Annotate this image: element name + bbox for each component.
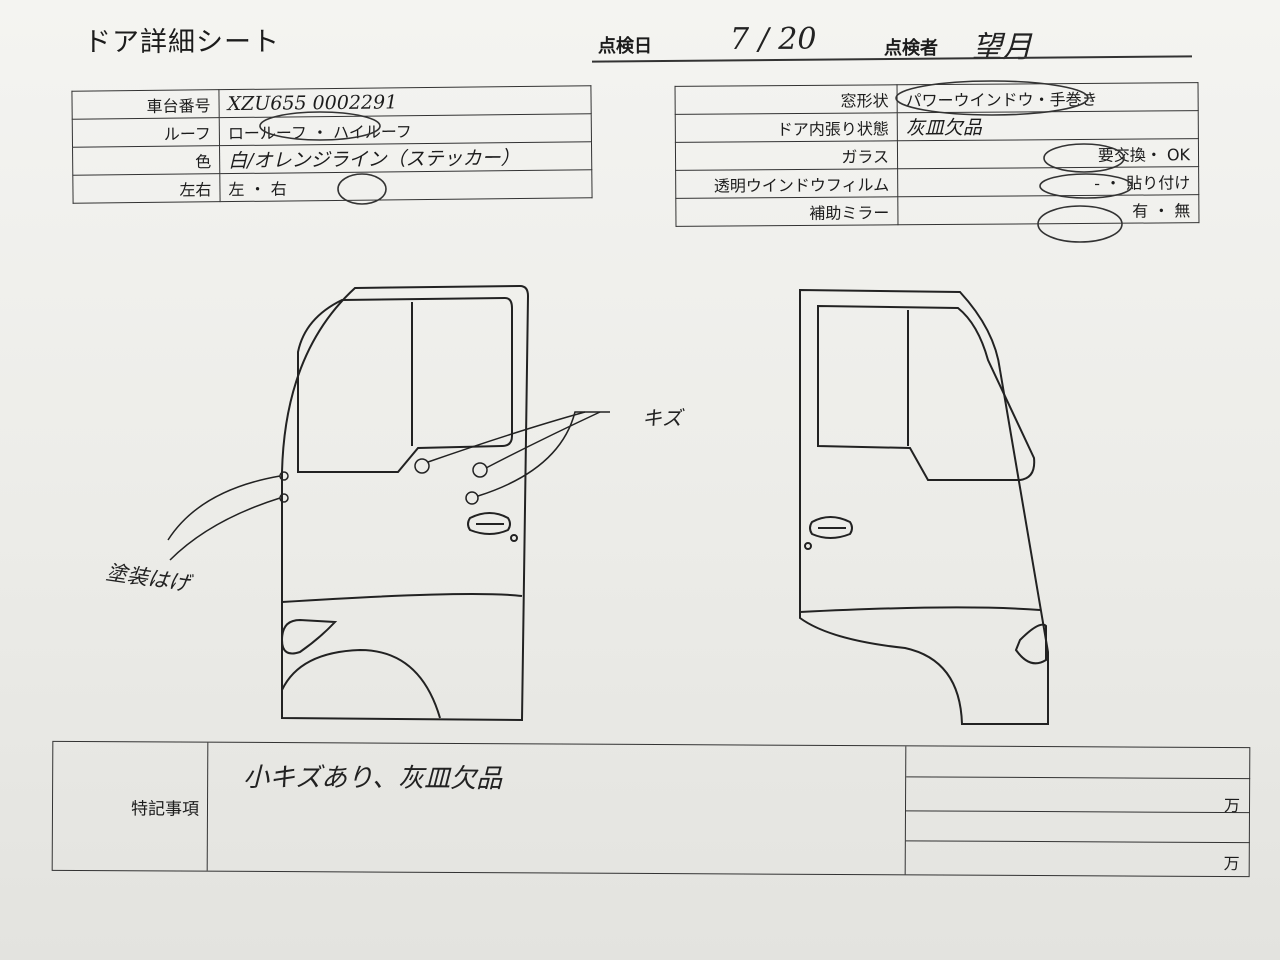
paint-leader-1: [167, 475, 281, 541]
price-box: 万 万: [904, 746, 1251, 877]
glass-circle: [1043, 143, 1125, 173]
left-wheel-arch: [281, 648, 441, 719]
right-door-crease: [799, 606, 1041, 613]
window-circle: [895, 80, 1089, 116]
remarks-label: 特記事項: [52, 741, 209, 871]
left-door-drawing: [280, 284, 530, 722]
right-door-handle: [809, 516, 853, 539]
circle-marks: [259, 80, 1133, 243]
scratch-leader-2: [485, 411, 601, 469]
left-keyhole: [510, 534, 518, 542]
left-door-handle: [467, 512, 511, 535]
scratch-mark-2: [472, 462, 488, 478]
paint-leader-2: [169, 497, 281, 561]
right-lower-panel: [1014, 623, 1047, 665]
right-door-outline: [799, 288, 1049, 725]
date-label: 点検日: [598, 36, 652, 57]
door-diagrams: [167, 284, 1049, 725]
price-line-3: [905, 840, 1250, 844]
left-lower-panel: [280, 618, 338, 655]
scratch-leader-3: [477, 411, 610, 497]
inspector-label: 点検者: [884, 38, 938, 59]
price-line-1: [906, 776, 1251, 780]
right-door-window: [817, 304, 1036, 481]
roof-circle: [259, 111, 381, 141]
left-door-crease: [281, 593, 523, 603]
unit-man-2: 万: [1223, 853, 1240, 874]
mirror-circle: [1037, 205, 1123, 243]
side-circle: [337, 173, 387, 205]
right-door-drawing: [799, 288, 1049, 725]
sheet-title: ドア詳細シート: [84, 27, 280, 58]
remarks-box: 特記事項 小キズあり、灰皿欠品 万 万: [51, 740, 1251, 878]
remarks-text: 小キズあり、灰皿欠品: [243, 762, 503, 795]
scratch-leader-1: [427, 411, 586, 463]
left-door-outline: [281, 284, 530, 722]
unit-man-1: 万: [1223, 796, 1241, 816]
inspector-value: 望月: [972, 30, 1032, 65]
scratch-annotation: キズ: [642, 406, 682, 430]
scratch-mark-1: [414, 458, 430, 474]
left-door-annotations: [167, 411, 610, 561]
price-line-2: [905, 810, 1250, 814]
date-value: 7 / 20: [730, 22, 817, 57]
left-door-window: [297, 296, 513, 473]
right-keyhole: [804, 542, 812, 550]
film-circle: [1039, 173, 1133, 199]
scratch-mark-3: [465, 491, 479, 505]
